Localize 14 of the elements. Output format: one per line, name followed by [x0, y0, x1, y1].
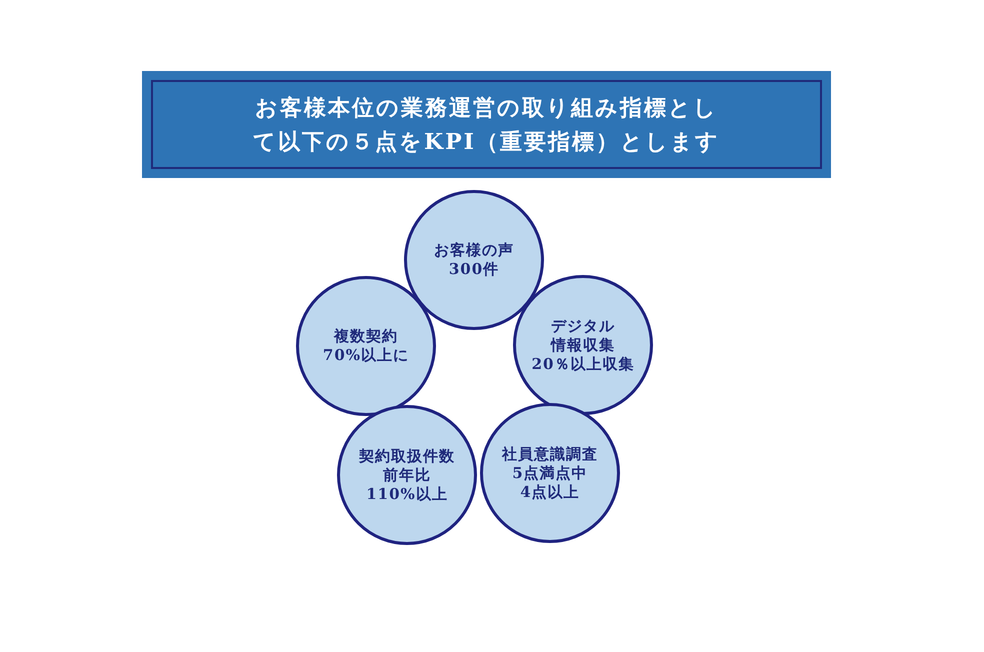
- circle-text: 110%以上: [366, 484, 448, 504]
- circle-text: 複数契約: [334, 327, 398, 346]
- circle-text: デジタル: [551, 316, 615, 336]
- circle-text: 4点以上: [520, 482, 580, 502]
- title: お客様本位の業務運営の取り組み指標として以下の５点をKPI（重要指標）とします: [252, 94, 721, 156]
- circle-text: 20％以上収集: [532, 354, 634, 374]
- circle-text: 300件: [448, 260, 500, 279]
- circle-text: 情報収集: [551, 336, 615, 354]
- circle-text: 5点満点中: [512, 464, 588, 482]
- circle-text: 社員意識調査: [502, 444, 598, 464]
- circle-text: 70%以上に: [322, 346, 410, 365]
- circle-text: 前年比: [383, 466, 431, 484]
- circle-text: お客様の声: [434, 241, 514, 260]
- circle-text: 契約取扱件数: [359, 446, 455, 466]
